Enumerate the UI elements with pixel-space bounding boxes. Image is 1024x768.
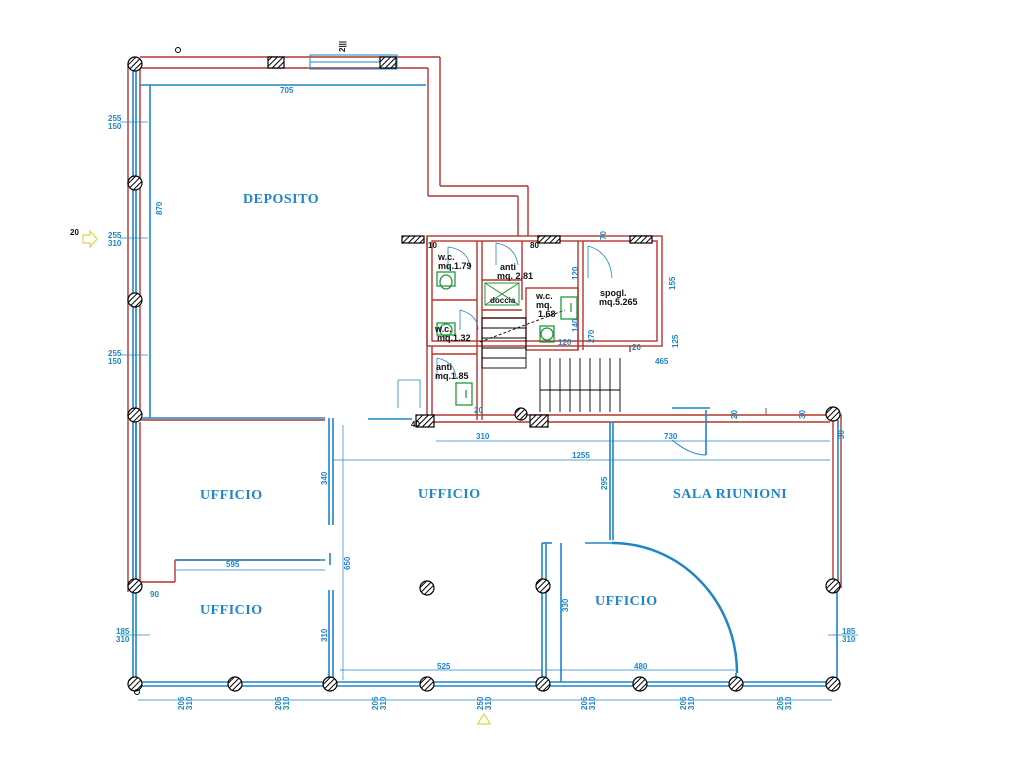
room-label-wc3: w.c. [434, 324, 452, 334]
marker-circle-bottom [134, 689, 140, 695]
dim-595: 595 [226, 560, 240, 569]
room-label-doccia: doccia [490, 296, 516, 305]
dim-120a: 120 [571, 266, 580, 280]
dim-70: 70 [599, 231, 608, 240]
staircase [479, 309, 621, 412]
dim-left-150c: 150 [108, 357, 122, 366]
room-label-wc1: w.c. [437, 252, 455, 262]
room-area-wc2-a: mq. [536, 300, 552, 310]
marker-label-20: 20 [70, 228, 79, 237]
dim-bottom-5b: 310 [588, 696, 597, 710]
dim-330: 330 [561, 598, 570, 612]
dim-270: 270 [587, 329, 596, 343]
dim-20b: 20 [474, 406, 483, 415]
dim-30b: 30 [837, 430, 846, 439]
dim-1255: 1255 [572, 451, 590, 460]
dim-40: 40 [411, 420, 420, 429]
room-label-ufficio-lower-right: UFFICIO [595, 594, 658, 609]
dim-bottom-7b: 310 [784, 696, 793, 710]
dim-310-left: 310 [116, 635, 130, 644]
existing-walls [127, 56, 842, 592]
dim-bottom-1b: 310 [185, 696, 194, 710]
dim-20a: 20 [632, 343, 641, 352]
dim-bottom-1a: 205 [177, 696, 186, 710]
entrance-marker-bottom [477, 712, 491, 725]
room-area-spogl: mq.5.265 [599, 297, 638, 307]
dim-185-right: 185 [842, 627, 856, 636]
dim-bottom-7a: 205 [776, 696, 785, 710]
dim-730: 730 [664, 432, 678, 441]
dim-top-705: 705 [280, 86, 294, 95]
room-label-ufficio-lower-left: UFFICIO [200, 603, 263, 618]
dim-310: 310 [476, 432, 490, 441]
dim-310-right: 310 [842, 635, 856, 644]
top-window-mark: 2||| [338, 41, 347, 52]
room-label-spogl: spogl. [600, 288, 627, 298]
room-label-wc2: w.c. [535, 291, 553, 301]
dim-480: 480 [634, 662, 648, 671]
entrance-marker-left [82, 229, 98, 249]
room-area-wc2-b: 1.68 [538, 309, 556, 319]
room-label-anti1: anti [500, 262, 516, 272]
dim-bottom-6b: 310 [687, 696, 696, 710]
dim-left-870: 870 [155, 201, 164, 215]
door-swings [397, 242, 613, 408]
dim-30a: 30 [798, 410, 807, 419]
dim-bottom-4a: 250 [476, 696, 485, 710]
dim-20c: 20 [730, 410, 739, 419]
room-label-ufficio-left: UFFICIO [200, 488, 263, 503]
room-area-anti2: mq.1.85 [435, 371, 469, 381]
room-label-ufficio-center: UFFICIO [418, 487, 481, 502]
dim-525: 525 [437, 662, 451, 671]
room-area-wc1: mq.1.79 [438, 261, 472, 271]
room-label-anti2: anti [436, 362, 452, 372]
dim-80: 80 [530, 241, 539, 250]
dim-125: 125 [671, 334, 680, 348]
sanitary-fixtures [436, 271, 578, 406]
dim-120b: 120 [558, 338, 572, 347]
dim-340: 340 [320, 471, 329, 485]
dim-155: 155 [668, 276, 677, 290]
dim-left-255c: 255 [108, 349, 122, 358]
room-area-wc3: mq.1.32 [437, 333, 471, 343]
dim-bottom-4b: 310 [484, 696, 493, 710]
dim-650: 650 [343, 556, 352, 570]
structural-columns [127, 56, 841, 692]
dim-left-255a: 255 [108, 114, 122, 123]
room-area-anti1: mq. 2.81 [497, 271, 533, 281]
dim-10: 10 [428, 241, 437, 250]
dim-185-left: 185 [116, 627, 130, 636]
dim-295: 295 [600, 476, 609, 490]
dim-140: 140 [571, 318, 580, 332]
dim-465: 465 [655, 357, 669, 366]
dimension-lines [120, 84, 858, 701]
dim-left-150a: 150 [108, 122, 122, 131]
dim-bottom-3b: 310 [379, 696, 388, 710]
marker-circle-top [175, 47, 181, 53]
dim-90: 90 [150, 590, 159, 599]
dim-bottom-2b: 310 [282, 696, 291, 710]
dim-310c: 310 [320, 628, 329, 642]
dim-bottom-6a: 205 [679, 696, 688, 710]
room-label-deposito: DEPOSITO [243, 192, 319, 207]
dim-left-310b: 310 [108, 239, 122, 248]
dim-bottom-3a: 205 [371, 696, 380, 710]
room-label-sala-riunioni: SALA RIUNIONI [673, 487, 787, 502]
dim-bottom-2a: 205 [274, 696, 283, 710]
dim-bottom-5a: 205 [580, 696, 589, 710]
dim-left-255b: 255 [108, 231, 122, 240]
new-walls [132, 64, 839, 688]
